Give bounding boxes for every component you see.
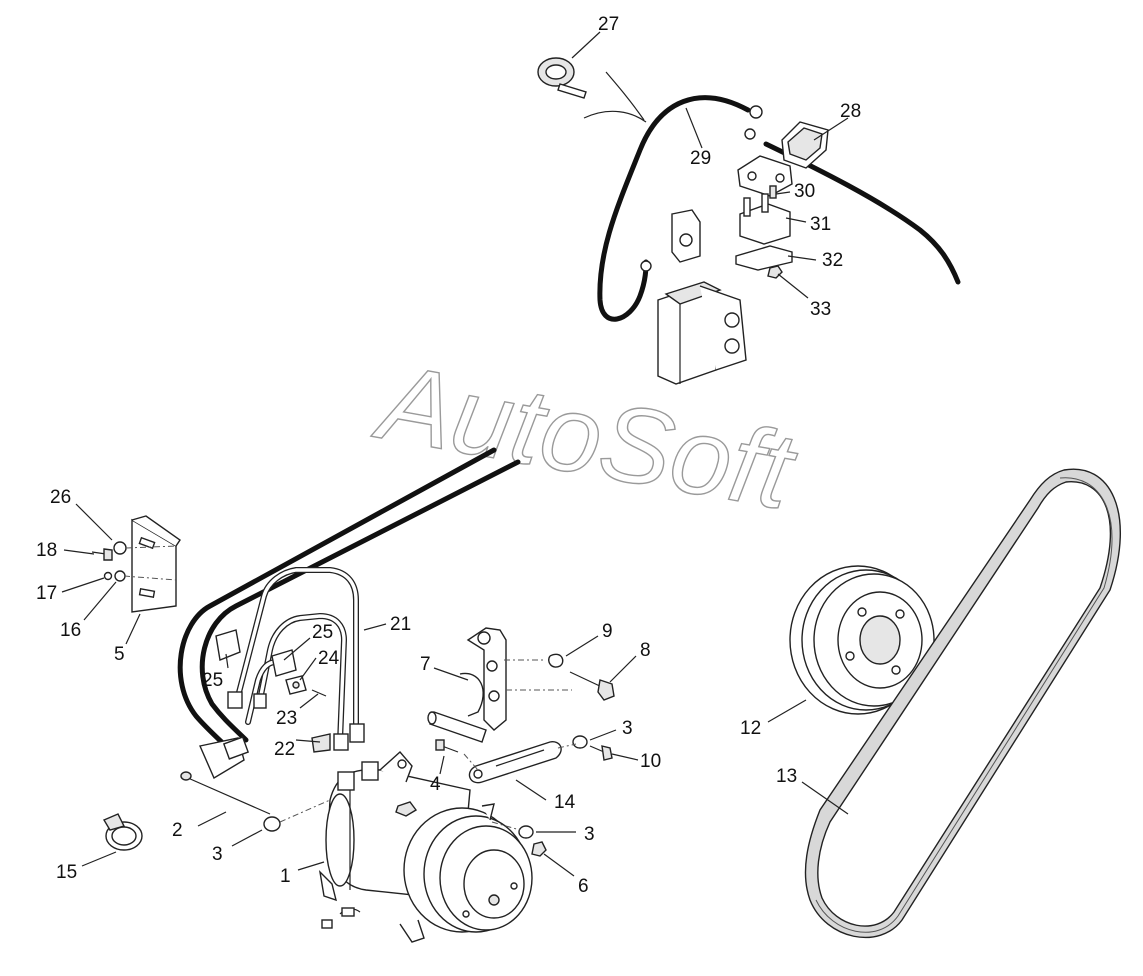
leader-lines xyxy=(61,31,849,877)
callout-10: 10 xyxy=(640,751,661,772)
callout-21: 21 xyxy=(390,614,411,635)
callout-13: 13 xyxy=(776,766,797,787)
washer-3-mid xyxy=(572,735,588,749)
callout-28: 28 xyxy=(840,101,861,122)
callout-33: 33 xyxy=(810,299,831,320)
relay-block xyxy=(657,209,747,385)
callout-3-mid: 3 xyxy=(622,718,633,739)
bolt-18 xyxy=(91,548,113,561)
callout-16: 16 xyxy=(60,620,81,641)
lock-washer-9 xyxy=(548,653,564,668)
callout-17: 17 xyxy=(36,583,57,604)
callout-8: 8 xyxy=(640,640,651,661)
callout-labels: 27 28 29 30 31 32 33 26 18 17 16 5 21 25… xyxy=(36,14,861,897)
callout-25-upper: 25 xyxy=(312,622,333,643)
callout-32: 32 xyxy=(822,250,843,271)
callout-29: 29 xyxy=(690,148,711,169)
adjusting-link xyxy=(468,741,562,784)
drive-belt xyxy=(804,468,1121,939)
callout-31: 31 xyxy=(810,214,831,235)
callout-26: 26 xyxy=(50,487,71,508)
ac-hoses xyxy=(177,447,521,780)
callout-6: 6 xyxy=(578,876,589,897)
long-bolt xyxy=(180,771,271,815)
callout-15: 15 xyxy=(56,862,77,883)
callout-9: 9 xyxy=(602,621,613,642)
callout-24: 24 xyxy=(318,648,340,669)
callout-3-right: 3 xyxy=(584,824,595,845)
fuse-holder xyxy=(735,155,793,279)
callout-22: 22 xyxy=(274,739,295,760)
callout-2: 2 xyxy=(172,820,183,841)
hose-clamp xyxy=(102,813,143,851)
callout-14: 14 xyxy=(554,792,576,813)
pipe-assembly xyxy=(215,567,365,753)
callout-5: 5 xyxy=(114,644,125,665)
washer-16 xyxy=(114,570,126,582)
callout-18: 18 xyxy=(36,540,57,561)
washer-17 xyxy=(103,571,113,581)
ac-compressor xyxy=(318,750,533,943)
crank-pulley xyxy=(789,565,935,715)
cable-clamp xyxy=(537,57,587,99)
callout-12: 12 xyxy=(740,718,761,739)
cable xyxy=(597,95,751,322)
washer-3-right xyxy=(518,825,534,839)
callout-4: 4 xyxy=(430,774,441,795)
washer-3-left xyxy=(263,816,281,832)
callout-30: 30 xyxy=(794,181,815,202)
fuse-cover xyxy=(781,121,829,169)
callout-23: 23 xyxy=(276,708,297,729)
callout-7: 7 xyxy=(420,654,431,675)
callout-3-left: 3 xyxy=(212,844,223,865)
callout-25-lower: 25 xyxy=(202,670,223,691)
callout-1: 1 xyxy=(280,866,291,887)
bolt-10 xyxy=(589,745,613,761)
bolt-8 xyxy=(569,671,615,701)
nut-6 xyxy=(531,841,547,857)
bolt-4 xyxy=(435,739,459,753)
wiring-assembly xyxy=(537,57,961,385)
tensioner-bracket xyxy=(427,627,507,743)
washer-26 xyxy=(113,541,127,555)
mounting-bracket xyxy=(131,515,181,613)
callout-27: 27 xyxy=(598,14,619,35)
